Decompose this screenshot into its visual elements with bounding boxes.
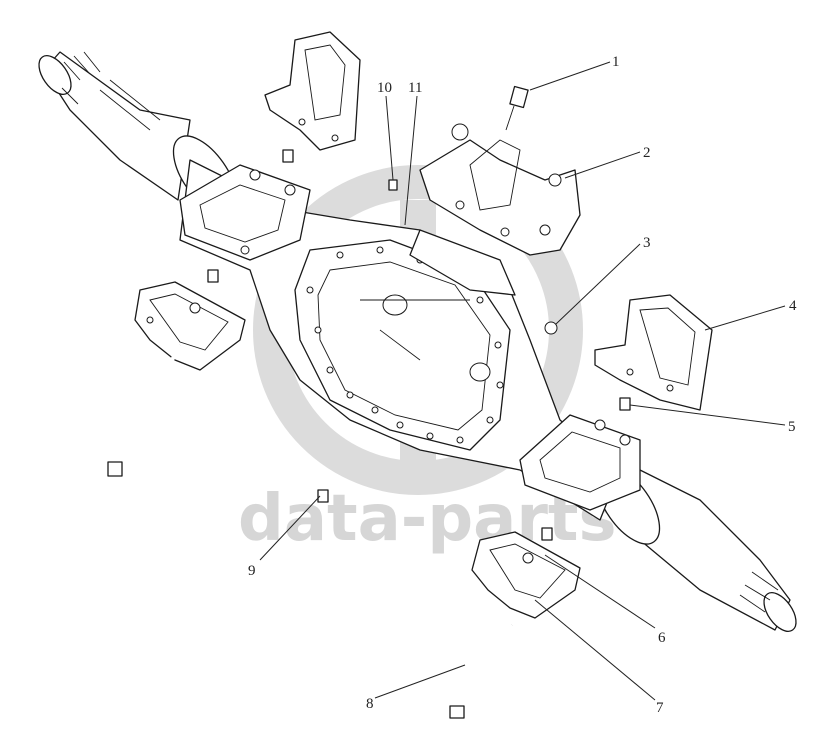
callout-10: 10 <box>377 80 392 96</box>
callout-8: 8 <box>366 696 374 712</box>
callout-labels: 1 2 3 4 5 6 7 8 9 10 11 <box>248 54 797 716</box>
bracket-assembly <box>419 123 581 256</box>
left-long-bolt <box>107 344 182 477</box>
nut-part-3 <box>544 321 558 335</box>
callout-5: 5 <box>788 419 796 435</box>
bolt-part-1 <box>505 85 529 131</box>
callout-4: 4 <box>789 298 797 314</box>
callout-6: 6 <box>658 630 666 646</box>
breather-part-10 <box>388 179 398 191</box>
left-lower-bracket <box>134 269 246 371</box>
right-lower-bracket <box>471 527 581 619</box>
callout-11: 11 <box>408 80 422 96</box>
right-long-bolt <box>449 623 514 719</box>
left-spring-seat <box>179 164 311 261</box>
axle-housing-body <box>179 159 621 521</box>
callout-2: 2 <box>643 145 651 161</box>
pin-part-5 <box>619 397 631 411</box>
nut-part-9 <box>317 489 329 503</box>
callout-9: 9 <box>248 563 256 579</box>
callout-3: 3 <box>643 235 651 251</box>
leader-lines <box>259 61 786 701</box>
callout-1: 1 <box>612 54 620 70</box>
left-upper-bracket <box>264 31 361 163</box>
right-upper-bracket <box>594 294 713 411</box>
callout-7: 7 <box>656 700 664 716</box>
right-spring-seat <box>519 414 641 511</box>
